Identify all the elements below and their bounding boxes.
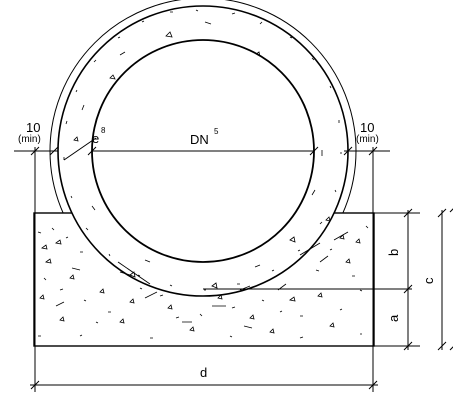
haunch-marks (117, 231, 349, 285)
vertical-dimensions (203, 208, 453, 351)
pipe-wall-hatch (63, 9, 342, 291)
d-dimension (30, 380, 378, 390)
dn-dimension (87, 146, 319, 156)
dim-d-label: d (200, 365, 207, 380)
nominal-diameter-label: DN (190, 132, 209, 147)
left-clearance-value: 10 (26, 120, 40, 135)
wall-thickness-label: e (92, 131, 99, 146)
nominal-diameter-ref: 5 (214, 127, 219, 136)
right-clearance-note: (min) (356, 134, 379, 145)
dim-c-label: c (421, 277, 436, 284)
dim-b-label: b (386, 249, 401, 256)
dim-a-label: a (386, 314, 401, 322)
clearance-dimensions (14, 146, 390, 392)
right-clearance-value: 10 (360, 120, 374, 135)
bed-hatch (37, 225, 369, 339)
wall-thickness-ref: 8 (101, 126, 106, 135)
left-clearance-note: (min) (18, 134, 41, 145)
wall-thickness-leader (63, 137, 97, 161)
